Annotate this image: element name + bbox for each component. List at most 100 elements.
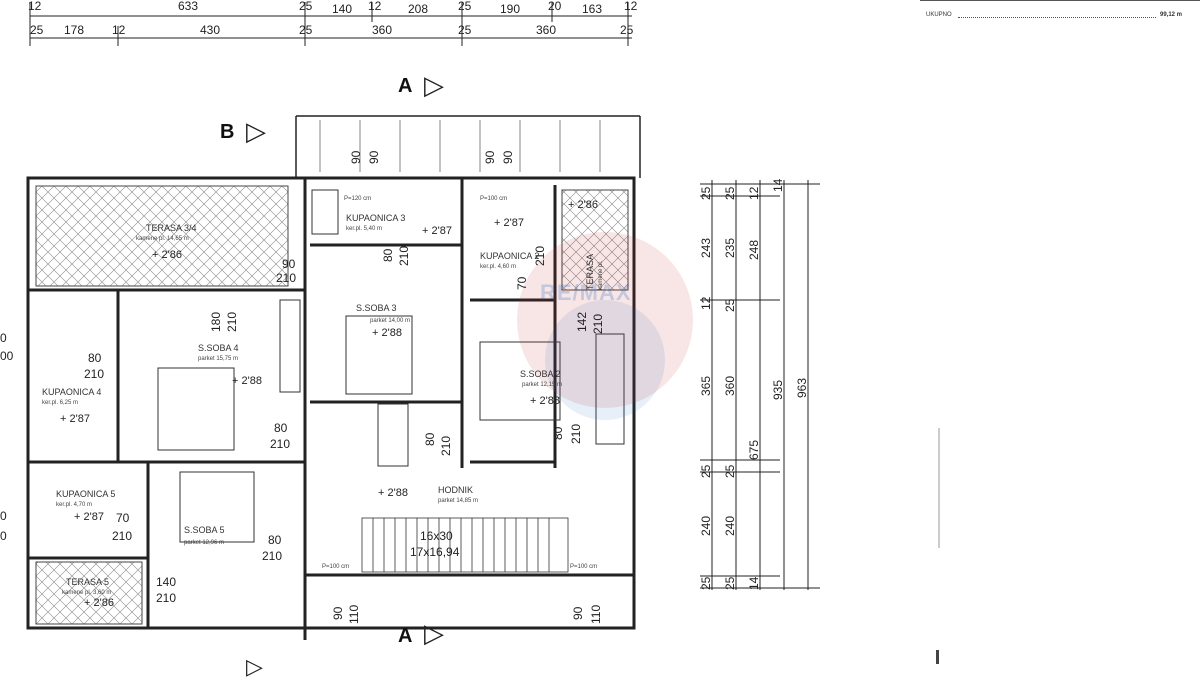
dim-mid-4: 430 xyxy=(200,23,221,37)
door-label: 210 xyxy=(439,435,453,456)
dim-right-a3: 12 xyxy=(699,296,713,310)
door-label: 80 xyxy=(88,351,102,365)
scan-mark xyxy=(936,650,939,664)
room-soba2-level: + 2'88 xyxy=(530,395,560,407)
scan-mark xyxy=(938,428,940,548)
section-arrow-icon: ▷ xyxy=(424,70,444,100)
dim-right-b4: 360 xyxy=(723,375,737,396)
section-a-bottom: A xyxy=(398,625,413,647)
room-kupaonica3-level: + 2'87 xyxy=(422,225,452,237)
dim-right-e1: 963 xyxy=(795,377,809,398)
dim-right-a6: 240 xyxy=(699,515,713,536)
door-label: 80 xyxy=(551,426,565,440)
room-soba2-name: S.SOBA 2 xyxy=(520,369,561,379)
room-hodnik-sub: parket 14,85 m xyxy=(438,498,479,504)
door-label: 210 xyxy=(569,423,583,444)
dim-right-a7: 25 xyxy=(699,576,713,590)
window-note: P=100 cm xyxy=(322,564,350,570)
room-kupaonica5-name: KUPAONICA 5 xyxy=(56,489,116,499)
room-soba3-sub: parket 14,00 m xyxy=(370,318,411,324)
dim-right-b6: 240 xyxy=(723,515,737,536)
room-kupaonica4-sub: ker.pl. 6,25 m xyxy=(42,400,79,406)
room-soba5-name: S.SOBA 5 xyxy=(184,525,225,535)
room-soba3-level: + 2'88 xyxy=(372,327,402,339)
section-arrow-icon: ▷ xyxy=(246,654,263,679)
door-label: 110 xyxy=(589,604,603,624)
room-kupaonica5-sub: ker.pl. 4,70 m xyxy=(56,502,93,508)
dim-right-a2: 243 xyxy=(699,237,713,258)
dim-right-c4: 14 xyxy=(747,576,761,590)
dim-top-6: 208 xyxy=(408,2,429,16)
stairs-line2: 17x16,94 xyxy=(410,545,460,559)
dim-right-b7: 25 xyxy=(723,576,737,590)
door-label: 210 xyxy=(533,245,547,266)
dim-right-d2: 935 xyxy=(771,379,785,400)
watermark-balloon-icon xyxy=(517,232,693,408)
dim-right-b5: 25 xyxy=(723,464,737,478)
dim-top-5: 12 xyxy=(368,0,382,13)
door-label: 180 xyxy=(209,311,223,332)
dim-right-c3: 675 xyxy=(747,439,761,460)
room-terasa-r-level: + 2'86 xyxy=(568,199,598,211)
door-label: 90 xyxy=(483,150,497,164)
door-label: 210 xyxy=(84,367,105,381)
dim-right-b2: 235 xyxy=(723,237,737,258)
dim-mid-6: 360 xyxy=(372,23,393,37)
summary-label: UKUPNO xyxy=(926,12,952,18)
summary-value: 99,12 m xyxy=(1160,12,1183,18)
room-terasa34-sub: kamene pl. 14,65 m xyxy=(136,236,189,242)
dim-right-a4: 365 xyxy=(699,375,713,396)
door-label: 210 xyxy=(156,591,177,605)
door-label: 90 xyxy=(571,606,585,620)
dim-right-b1: 25 xyxy=(723,186,737,200)
door-label: 142 xyxy=(575,311,589,332)
room-soba4-name: S.SOBA 4 xyxy=(198,343,239,353)
dim-mid-8: 360 xyxy=(536,23,557,37)
watermark-text: RE/MAX xyxy=(540,280,632,305)
room-soba2-sub: parket 12,15 m xyxy=(522,382,563,388)
dim-top-11: 12 xyxy=(624,0,638,13)
door-label: 210 xyxy=(112,529,133,543)
dim-right-b3: 25 xyxy=(723,298,737,312)
room-kupaonica2-name: KUPAONICA 2 xyxy=(480,251,540,261)
room-soba4-level: + 2'88 xyxy=(232,375,262,387)
door-label: 110 xyxy=(347,604,361,624)
room-soba3-name: S.SOBA 3 xyxy=(356,303,397,313)
room-kupaonica3-name: KUPAONICA 3 xyxy=(346,213,406,223)
room-terasa34-name: TERASA 3/4 xyxy=(146,223,197,233)
dim-top-1: 12 xyxy=(28,0,42,13)
summary-leader xyxy=(958,17,1156,18)
door-label: 90 xyxy=(282,257,296,271)
dim-right-d1: 14 xyxy=(771,178,785,192)
door-label: 90 xyxy=(331,606,345,620)
door-label: 210 xyxy=(276,271,297,285)
door-label: 210 xyxy=(591,313,605,334)
room-kupaonica3-sub: ker.pl. 5,40 m xyxy=(346,226,383,232)
door-label: 90 xyxy=(349,150,363,164)
room-hodnik-name: HODNIK xyxy=(438,485,474,495)
dim-mid-1: 25 xyxy=(30,23,44,37)
door-label: 210 xyxy=(225,311,239,332)
summary-rule xyxy=(920,0,1200,1)
dim-right-a1: 25 xyxy=(699,186,713,200)
stairs-line1: 16x30 xyxy=(420,529,453,543)
door-label: 140 xyxy=(156,575,177,589)
door-label: 80 xyxy=(381,248,395,262)
dim-top-3: 25 xyxy=(299,0,313,13)
room-terasa5-sub: kamene pl. 3,60 m xyxy=(62,590,112,596)
section-b-top: B xyxy=(220,121,235,143)
door-label: 210 xyxy=(397,245,411,266)
dim-mid-9: 25 xyxy=(620,23,634,37)
dim-top-4: 140 xyxy=(332,2,353,16)
door-label: 80 xyxy=(268,533,282,547)
door-label: 210 xyxy=(270,437,291,451)
dim-mid-3: 12 xyxy=(112,23,126,37)
edge-label-2: 00 xyxy=(0,349,14,363)
dim-right-a5: 25 xyxy=(699,464,713,478)
dim-top-10: 163 xyxy=(582,2,603,16)
dim-right-c2: 248 xyxy=(747,239,761,260)
room-kupaonica2-sub: ker.pl. 4,60 m xyxy=(480,264,517,270)
room-hodnik-level: + 2'88 xyxy=(378,487,408,499)
